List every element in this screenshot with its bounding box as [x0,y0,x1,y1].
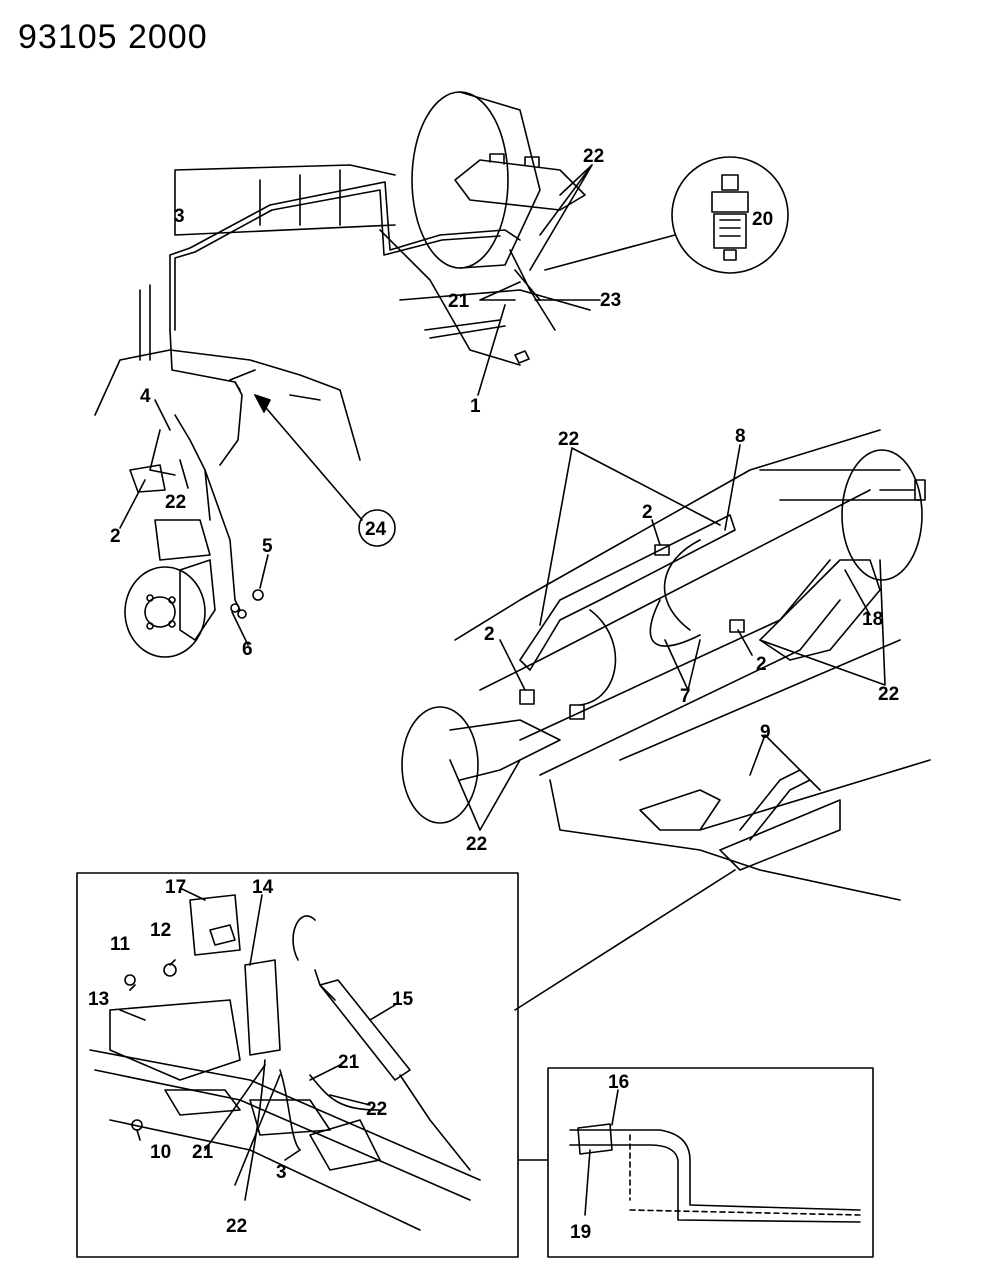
callout-22-front-top: 22 [583,146,604,167]
callout-22-inset-b: 22 [226,1216,247,1237]
parking-brake-detail-inset [76,872,519,1258]
callout-10: 10 [150,1142,171,1163]
rear-axle-tube [519,559,841,776]
callout-8: 8 [735,426,746,447]
diagram-code: 93105 2000 [18,18,208,56]
rear-brake-left [401,706,479,824]
callout-3-inset: 3 [276,1162,287,1183]
callout-7: 7 [680,686,691,707]
callout-2-rear-a: 2 [642,502,653,523]
rear-brake-line [519,514,736,671]
clip-19 [577,1123,613,1155]
detail-inset-frame [76,872,519,1258]
callout-2-front: 2 [110,526,121,547]
callout-16: 16 [608,1072,629,1093]
clip-inset-frame [547,1067,874,1258]
callout-3: 3 [174,206,185,227]
callout-15: 15 [392,989,414,1010]
callout-4: 4 [140,386,151,407]
callout-9: 9 [760,722,771,743]
callout-2-rear-b: 2 [484,624,495,645]
front-brake-assembly [94,91,789,658]
callout-24: 24 [365,519,387,540]
front-rotor [124,566,206,658]
callout-1: 1 [470,396,481,417]
callout-22-rear-right: 22 [878,684,899,705]
callout-22-rear-top: 22 [558,429,579,450]
rear-axle-assembly [401,429,931,1011]
brake-booster [411,91,509,269]
callout-13: 13 [88,989,109,1010]
rear-brake-right [841,449,923,581]
callout-17: 17 [165,877,186,898]
callout-11: 11 [110,934,131,955]
master-cylinder [454,153,586,211]
proportioning-valve-detail [671,156,789,274]
callout-19: 19 [570,1222,591,1243]
callout-23: 23 [600,290,621,311]
callout-22-inset-a: 22 [366,1099,387,1120]
parking-brake-cable-hook [292,915,316,961]
callout-arrow-24 [254,394,363,521]
callout-ring-24 [358,509,396,547]
callout-21-front: 21 [448,291,470,312]
callout-6: 6 [242,639,253,660]
callout-12: 12 [150,920,171,941]
callout-20: 20 [752,209,773,230]
callout-22-front: 22 [165,492,186,513]
callout-18: 18 [862,609,883,630]
clip-detail-inset [517,1067,874,1258]
brake-tube-16 [569,1129,861,1223]
callout-21-inset-a: 21 [338,1052,360,1073]
callout-2-rear-c: 2 [756,654,767,675]
callout-5: 5 [262,536,273,557]
callout-labels: 3 22 20 21 23 1 4 22 2 5 6 24 22 8 2 2 2… [88,146,899,1243]
callout-22-rear-bottom: 22 [466,834,487,855]
callout-21-inset-b: 21 [192,1142,214,1163]
brake-line-3 [169,181,521,331]
callout-14: 14 [252,877,274,898]
